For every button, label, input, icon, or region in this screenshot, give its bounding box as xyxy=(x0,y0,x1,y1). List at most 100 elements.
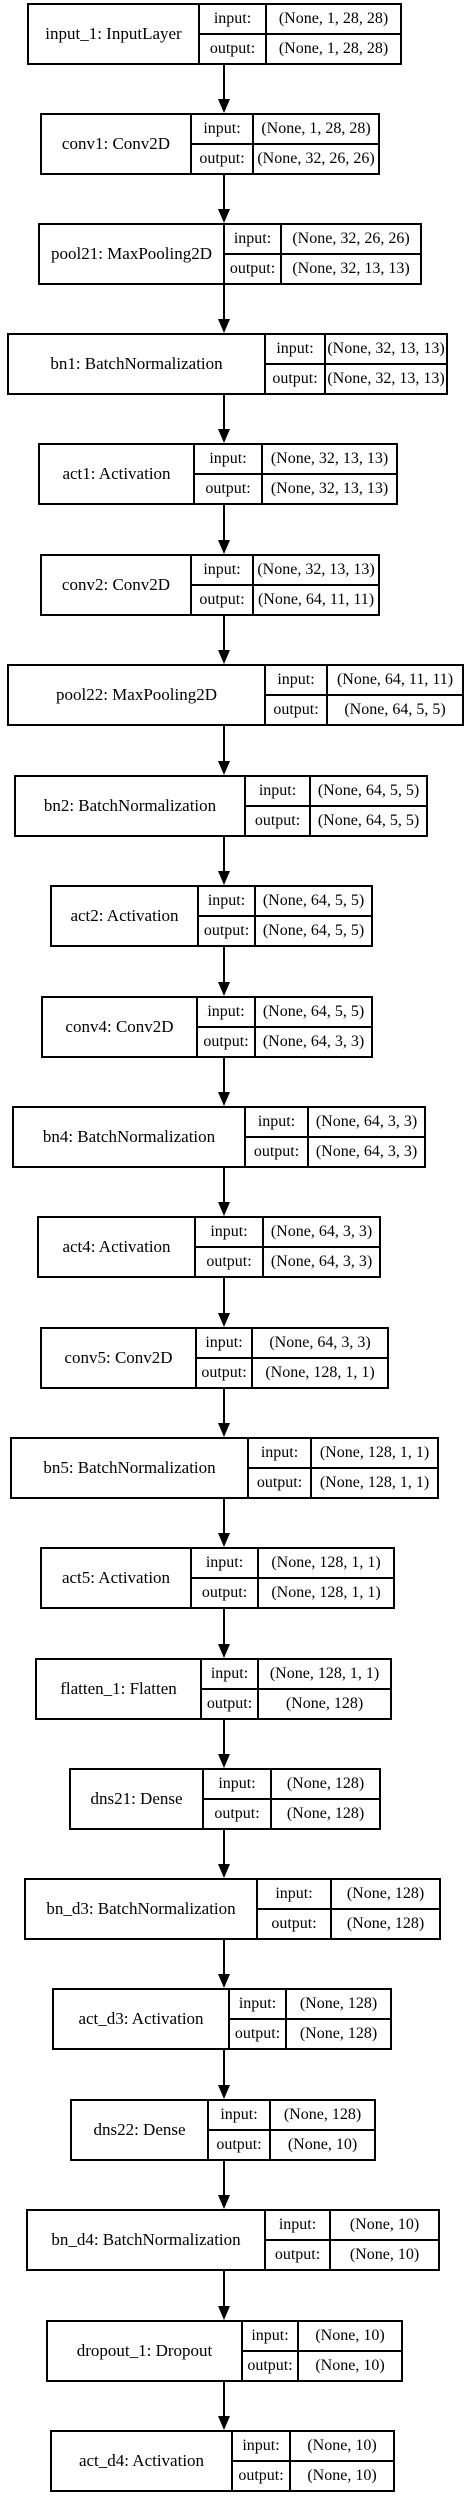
arrowhead-icon xyxy=(218,99,230,113)
input-shape-value: (None, 32, 13, 13) xyxy=(270,450,389,467)
input-label: input: xyxy=(198,998,256,1026)
output-shape-row: output:(None, 64, 11, 11) xyxy=(192,584,378,614)
layer-name: input_1: InputLayer xyxy=(29,5,200,63)
input-shape-row: input:(None, 64, 11, 11) xyxy=(266,666,462,694)
output-shape-row: output:(None, 128) xyxy=(230,2018,390,2048)
output-shape-value: (None, 10) xyxy=(349,2246,420,2263)
input-label: input: xyxy=(246,777,311,805)
input-shape-row: input:(None, 64, 3, 3) xyxy=(197,1329,387,1357)
arrowhead-icon xyxy=(218,1313,230,1327)
arrowhead-icon xyxy=(218,540,230,554)
output-shape-value: (None, 128, 1, 1) xyxy=(271,1584,381,1601)
input-shape-value: (None, 128, 1, 1) xyxy=(271,1554,381,1571)
output-shape-row: output: (None, 10) xyxy=(209,2129,374,2159)
arrowhead-icon xyxy=(218,1533,230,1547)
input-shape-row: input:(None, 128, 1, 1) xyxy=(249,1439,437,1467)
input-shape-value: (None, 128) xyxy=(283,2106,362,2123)
layer-name: act1: Activation xyxy=(40,445,195,503)
output-shape-value: (None, 128, 1, 1) xyxy=(265,1364,375,1381)
output-shape-row: output:(None, 128) xyxy=(202,1688,390,1718)
arrowhead-icon xyxy=(218,1754,230,1768)
output-label: output: xyxy=(266,365,326,393)
layer-name: dns22: Dense xyxy=(72,2101,209,2159)
output-shape-value: (None, 64, 3, 3) xyxy=(315,1143,418,1160)
output-label: output: xyxy=(200,35,267,63)
input-shape-row: input:(None, 1, 28, 28) xyxy=(200,5,400,33)
input-label: input: xyxy=(192,1549,259,1577)
output-shape-value: (None, 10) xyxy=(287,2136,358,2153)
output-shape-row: output: (None, 1, 28, 28) xyxy=(200,33,400,63)
input-label: input: xyxy=(258,1880,332,1908)
layer-name: conv5: Conv2D xyxy=(42,1329,197,1387)
arrowhead-icon xyxy=(218,871,230,885)
layer-name: act_d4: Activation xyxy=(52,2432,233,2490)
input-label: input: xyxy=(266,2211,331,2239)
layer-name: conv4: Conv2D xyxy=(43,998,198,1056)
output-label: output: xyxy=(192,586,254,614)
input-label: input: xyxy=(230,1990,287,2018)
output-label: output: xyxy=(225,255,282,283)
output-shape-row: output:(None, 10) xyxy=(233,2460,393,2490)
output-shape-row: output:(None, 128) xyxy=(204,1798,379,1828)
layer-name: bn5: BatchNormalization xyxy=(12,1439,249,1497)
input-shape-value: (None, 128, 1, 1) xyxy=(319,1444,430,1461)
output-label: output: xyxy=(258,1910,332,1938)
input-label: input: xyxy=(246,1108,309,1136)
input-label: input: xyxy=(204,1770,272,1798)
input-shape-value: (None, 128, 1, 1) xyxy=(269,1665,380,1682)
arrowhead-icon xyxy=(218,2306,230,2320)
input-shape-value: (None, 64, 5, 5) xyxy=(262,892,365,909)
output-shape-value: (None, 64, 11, 11) xyxy=(257,591,375,608)
output-label: output: xyxy=(192,1579,259,1607)
input-shape-row: input:(None, 64, 5, 5) xyxy=(199,887,371,915)
input-shape-value: (None, 10) xyxy=(315,2327,385,2344)
layer-name: bn_d4: BatchNormalization xyxy=(28,2211,266,2269)
input-shape-value: (None, 128) xyxy=(299,1995,378,2012)
layer-name: flatten_1: Flatten xyxy=(37,1660,202,1718)
output-shape-row: output:(None, 128, 1, 1) xyxy=(197,1357,387,1387)
output-label: output: xyxy=(209,2131,271,2159)
input-shape-value: (None, 32, 13, 13) xyxy=(327,340,445,357)
input-shape-value: (None, 64, 3, 3) xyxy=(270,1223,373,1240)
edges-layer xyxy=(218,65,230,2430)
input-shape-value: (None, 128) xyxy=(346,1885,425,1902)
output-shape-row: output:(None, 32, 13, 13) xyxy=(225,253,420,283)
input-shape-row: input: (None, 128) xyxy=(230,1990,390,2018)
arrowhead-icon xyxy=(218,2416,230,2430)
output-label: output: xyxy=(195,475,263,503)
output-shape-value: (None, 64, 3, 3) xyxy=(270,1253,373,1270)
arrowhead-icon xyxy=(218,1974,230,1988)
layer-name: bn2: BatchNormalization xyxy=(16,777,246,835)
input-shape-row: input:(None, 10) xyxy=(233,2432,393,2460)
output-label: output: xyxy=(266,696,328,724)
input-shape-row: input:(None, 64, 3, 3) xyxy=(246,1108,424,1136)
input-shape-value: (None, 10) xyxy=(349,2216,420,2233)
layer-name: conv1: Conv2D xyxy=(42,115,192,173)
input-shape-value: (None, 10) xyxy=(307,2437,377,2454)
arrowhead-icon xyxy=(218,1202,230,1216)
layer-name: act_d3: Activation xyxy=(54,1990,230,2048)
arrowhead-icon xyxy=(218,1092,230,1106)
output-shape-value: (None, 1, 28, 28) xyxy=(278,40,389,57)
arrowhead-icon xyxy=(218,319,230,333)
output-shape-value: (None, 128) xyxy=(285,1695,364,1712)
layer-name: bn1: BatchNormalization xyxy=(9,335,266,393)
input-label: input: xyxy=(195,445,263,473)
arrowhead-icon xyxy=(218,761,230,775)
output-label: output: xyxy=(266,2241,331,2269)
arrowhead-icon xyxy=(218,2195,230,2209)
output-label: output: xyxy=(233,2462,291,2490)
input-shape-row: input: (None, 128) xyxy=(258,1880,439,1908)
input-label: input: xyxy=(266,335,326,363)
layer-name: act5: Activation xyxy=(42,1549,192,1607)
